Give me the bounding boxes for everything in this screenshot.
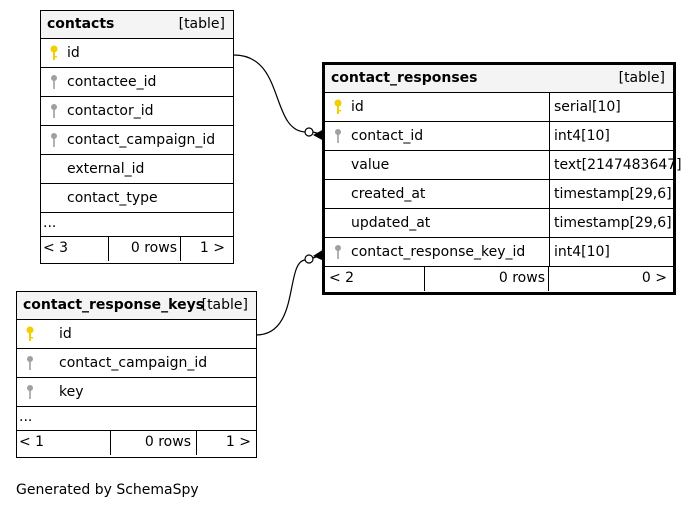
primary-key-icon	[50, 45, 58, 60]
column-row[interactable]: contactor_id	[41, 97, 233, 126]
column-row[interactable]: contactee_id	[41, 68, 233, 97]
ellipsis-text: ...	[43, 215, 57, 231]
table-footer: < 3 0 rows 1 >	[41, 237, 233, 261]
column-type: serial[10]	[549, 93, 673, 121]
children-count[interactable]: 1 >	[199, 240, 225, 256]
foreign-key-icon	[335, 129, 341, 143]
column-name: created_at	[351, 186, 426, 202]
foreign-key-icon	[51, 104, 57, 118]
relationship-keys-to-contact-responses	[255, 259, 306, 336]
generated-by-footer: Generated by SchemaSpy	[16, 482, 199, 498]
table-contact-response-keys[interactable]: contact_response_keys [table] id contact…	[16, 291, 257, 458]
column-name: contact_campaign_id	[67, 132, 216, 148]
column-type: timestamp[29,6]	[549, 180, 673, 208]
column-name: id	[59, 326, 72, 342]
row-count: 0 rows	[111, 431, 197, 455]
children-count[interactable]: 0 >	[641, 270, 667, 286]
column-name: value	[351, 157, 390, 173]
column-row[interactable]: updated_at timestamp[29,6]	[325, 209, 673, 238]
foreign-key-icon	[27, 385, 33, 399]
crowfoot-marker	[313, 129, 324, 141]
column-type: int4[10]	[549, 122, 673, 150]
table-footer: < 2 0 rows 0 >	[325, 267, 673, 291]
table-header: contact_response_keys [table]	[17, 292, 256, 320]
table-footer: < 1 0 rows 1 >	[17, 431, 256, 455]
more-columns-ellipsis: ...	[41, 213, 233, 237]
column-type: timestamp[29,6]	[549, 209, 673, 237]
relationship-contacts-to-contact-responses	[233, 54, 306, 133]
table-contacts[interactable]: contacts [table] id contactee_id contact…	[40, 10, 234, 264]
column-name: id	[67, 45, 80, 61]
column-name: contact_response_key_id	[351, 244, 526, 260]
more-columns-ellipsis: ...	[17, 407, 256, 431]
primary-key-icon	[26, 326, 34, 341]
column-name: contact_id	[351, 128, 424, 144]
column-row[interactable]: contact_campaign_id	[41, 126, 233, 155]
column-row[interactable]: contact_type	[41, 184, 233, 213]
column-name: key	[59, 384, 84, 400]
column-row[interactable]: key	[17, 378, 256, 407]
table-kind: [table]	[201, 297, 248, 313]
column-row[interactable]: created_at timestamp[29,6]	[325, 180, 673, 209]
column-row[interactable]: id serial[10]	[325, 93, 673, 122]
column-type: text[2147483647]	[549, 151, 682, 179]
optional-circle-marker	[304, 254, 314, 264]
row-count: 0 rows	[109, 237, 181, 261]
column-name: contactor_id	[67, 103, 154, 119]
table-kind: [table]	[178, 16, 225, 32]
column-name: id	[351, 99, 364, 115]
primary-key-icon	[334, 99, 342, 114]
column-name: contactee_id	[67, 74, 157, 90]
children-count[interactable]: 1 >	[225, 434, 251, 450]
ellipsis-text: ...	[19, 409, 33, 425]
row-count: 0 rows	[425, 267, 549, 291]
column-row[interactable]: contact_id int4[10]	[325, 122, 673, 151]
table-header: contacts [table]	[41, 11, 233, 39]
column-name: updated_at	[351, 215, 431, 231]
column-row[interactable]: external_id	[41, 155, 233, 184]
column-row[interactable]: contact_campaign_id	[17, 349, 256, 378]
optional-circle-marker	[304, 127, 314, 137]
foreign-key-icon	[51, 133, 57, 147]
column-row[interactable]: value text[2147483647]	[325, 151, 682, 180]
parents-count[interactable]: < 2	[329, 267, 425, 291]
column-type: int4[10]	[549, 238, 673, 266]
column-name: external_id	[67, 161, 145, 177]
crowfoot-marker	[313, 249, 324, 261]
table-name[interactable]: contact_response_keys	[23, 297, 205, 313]
foreign-key-icon	[335, 245, 341, 259]
parents-count[interactable]: < 3	[43, 237, 109, 261]
foreign-key-icon	[51, 75, 57, 89]
table-kind: [table]	[618, 70, 665, 86]
column-name: contact_campaign_id	[59, 355, 208, 371]
table-name[interactable]: contact_responses	[331, 70, 478, 86]
foreign-key-icon	[27, 356, 33, 370]
column-row[interactable]: contact_response_key_id int4[10]	[325, 238, 673, 267]
parents-count[interactable]: < 1	[19, 431, 111, 455]
table-contact-responses[interactable]: contact_responses [table] id serial[10] …	[322, 62, 682, 295]
table-header: contact_responses [table]	[325, 65, 673, 93]
column-row[interactable]: id	[41, 39, 233, 68]
table-name[interactable]: contacts	[47, 16, 115, 32]
column-row[interactable]: id	[17, 320, 256, 349]
column-name: contact_type	[67, 190, 158, 206]
